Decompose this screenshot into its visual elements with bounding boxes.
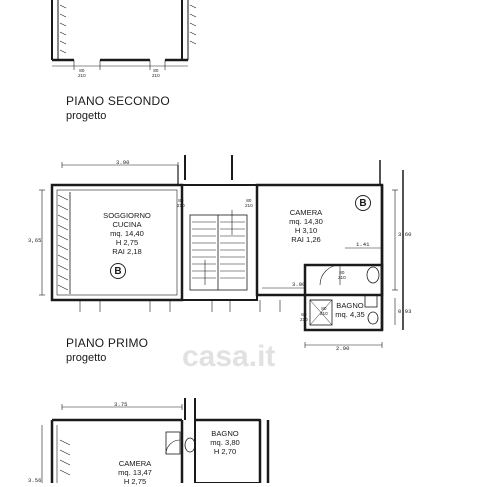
room-bagno-primo-name: BAGNO: [336, 301, 364, 310]
door-label-7-height: 210: [152, 73, 160, 79]
dim-primo-right-093: 0.93: [398, 308, 412, 315]
dim-primo-width-left: 3.90: [116, 159, 130, 166]
room-camera-primo-name: CAMERA: [289, 208, 323, 217]
plan-primo: [39, 155, 404, 348]
door-label-2-width: 80: [246, 198, 252, 203]
door-label-2-height: 210: [245, 203, 253, 209]
room-camera-primo-height: H 3,10: [294, 225, 318, 235]
door-label-5: 60 210: [300, 312, 308, 323]
door-label-7: 80 210: [152, 68, 160, 79]
room-soggiorno-area: mq. 14,40: [110, 228, 144, 238]
door-label-6-height: 210: [78, 73, 86, 79]
dim-primo-height-left: 3,65: [28, 237, 42, 244]
room-camera-terra-area: mq. 13,47: [118, 467, 152, 477]
room-bagno-primo-area: mq. 4,35: [335, 309, 365, 319]
room-soggiorno-height: H 2,75: [115, 237, 139, 247]
door-label-7-width: 80: [153, 68, 159, 73]
room-bagno-terra-name: BAGNO: [211, 429, 239, 438]
door-label-1: 80 210: [177, 198, 185, 209]
door-label-5-width: 60: [301, 312, 307, 317]
door-label-4-height: 210: [320, 311, 328, 317]
door-label-3-width: 80: [339, 270, 345, 275]
room-bagno-terra-height: H 2,70: [213, 446, 237, 456]
dim-primo-inner-300: 3.00: [292, 281, 306, 288]
dim-primo-inner-141: 1.41: [356, 241, 370, 248]
door-label-5-height: 210: [300, 317, 308, 323]
room-camera-primo-label: CAMERA mq. 14,30 H 3,10 RAI 1,26: [276, 208, 336, 245]
door-label-1-width: 80: [178, 198, 184, 203]
room-soggiorno-name1: SOGGIORNO: [103, 211, 151, 220]
dim-terra-height-left: 3.56: [28, 477, 42, 484]
room-soggiorno-badge: B: [110, 263, 126, 279]
door-label-6-width: 80: [79, 68, 85, 73]
dim-terra-width-left: 3.75: [114, 401, 128, 408]
door-label-4-width: 80: [321, 306, 327, 311]
door-label-3: 80 210: [338, 270, 346, 281]
room-soggiorno-rai: RAI 2,18: [112, 246, 142, 256]
floor-subtitle-secondo: progetto: [66, 110, 107, 122]
room-soggiorno-name2: CUCINA: [112, 219, 142, 229]
door-label-6: 80 210: [78, 68, 86, 79]
room-bagno-terra-label: BAGNO mq. 3,80 H 2,70: [205, 429, 245, 457]
room-bagno-terra-area: mq. 3,80: [210, 437, 240, 447]
room-camera-terra-height: H 2,75: [123, 476, 147, 486]
room-camera-primo-badge: B: [355, 195, 371, 211]
plan-secondo: [51, 0, 197, 70]
floor-title-secondo: PIANO SECONDO: [66, 94, 170, 108]
room-camera-terra-name: CAMERA: [118, 459, 152, 468]
door-label-2: 80 210: [245, 198, 253, 209]
door-label-1-height: 210: [177, 203, 185, 209]
dim-primo-bottom-290: 2.90: [336, 345, 350, 352]
room-camera-primo-rai: RAI 1,26: [291, 234, 321, 244]
floor-subtitle-primo: progetto: [66, 352, 107, 364]
door-label-3-height: 210: [338, 275, 346, 281]
room-soggiorno-label: SOGGIORNO CUCINA mq. 14,40 H 2,75 RAI 2,…: [92, 211, 162, 257]
dim-primo-height-right: 3.60: [398, 231, 412, 238]
room-bagno-primo-label: BAGNO mq. 4,35: [333, 301, 367, 320]
plan-terra: [41, 398, 270, 483]
room-camera-primo-area: mq. 14,30: [289, 216, 323, 226]
room-camera-terra-label: CAMERA mq. 13,47 H 2,75: [110, 459, 160, 487]
door-label-4: 80 210: [320, 306, 328, 317]
floor-title-primo: PIANO PRIMO: [66, 336, 149, 350]
watermark-logo: casa.it: [182, 340, 276, 373]
